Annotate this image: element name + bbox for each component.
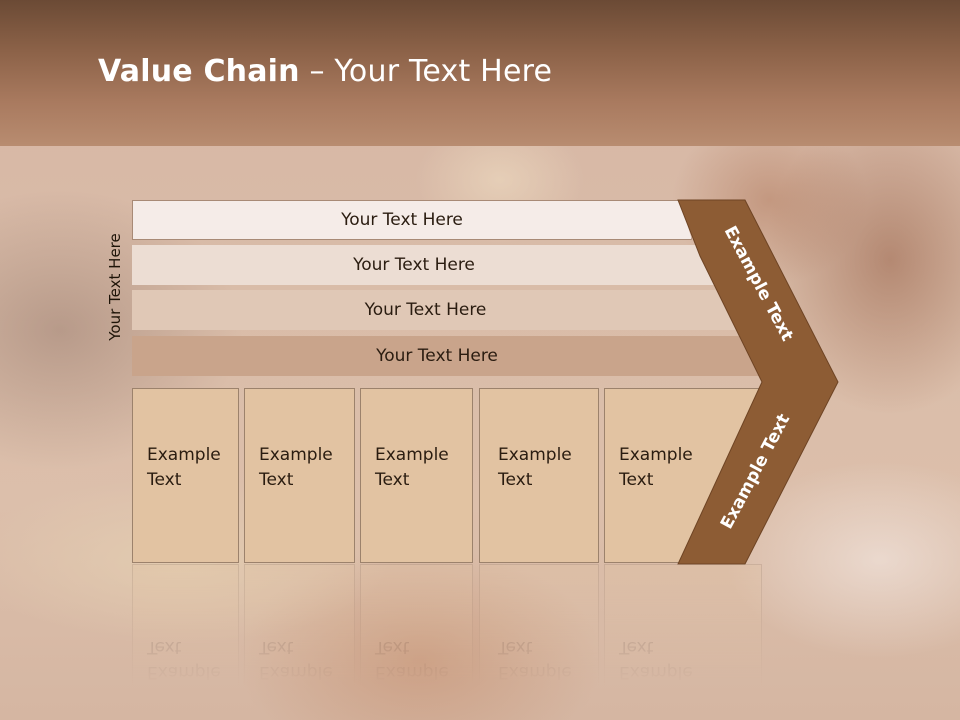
primary-activity-4[interactable]: Example Text [479, 388, 599, 563]
primary-activity-2[interactable]: Example Text [244, 388, 355, 563]
title-bold: Value Chain [98, 54, 300, 89]
activity-2-line2: Text [259, 470, 294, 490]
title-rest: – Your Text Here [299, 54, 553, 89]
support-bar-4-label: Your Text Here [376, 346, 498, 366]
activity-4-line2: Text [498, 470, 533, 490]
activity-3-line2: Text [375, 470, 410, 490]
support-bar-2-label: Your Text Here [353, 255, 475, 275]
support-bar-2[interactable]: Your Text Here [132, 245, 716, 285]
support-bar-1[interactable]: Your Text Here [132, 200, 692, 240]
activity-2-line1: Example [259, 445, 333, 465]
primary-activity-1[interactable]: Example Text [132, 388, 239, 563]
support-bar-1-label: Your Text Here [341, 210, 463, 230]
activity-5-line2: Text [619, 470, 654, 490]
primary-activity-3[interactable]: Example Text [360, 388, 473, 563]
slide-title[interactable]: Value Chain – Your Text Here [98, 54, 552, 89]
activity-3-line1: Example [375, 445, 449, 465]
chevron-shape [677, 199, 839, 565]
activity-1-line2: Text [147, 470, 182, 490]
title-banner [0, 0, 960, 146]
support-bar-3[interactable]: Your Text Here [132, 290, 739, 330]
support-bar-4[interactable]: Your Text Here [132, 336, 762, 376]
activity-4-line1: Example [498, 445, 572, 465]
activity-5-line1: Example [619, 445, 693, 465]
activity-1-line1: Example [147, 445, 221, 465]
support-bar-3-label: Your Text Here [364, 300, 487, 320]
